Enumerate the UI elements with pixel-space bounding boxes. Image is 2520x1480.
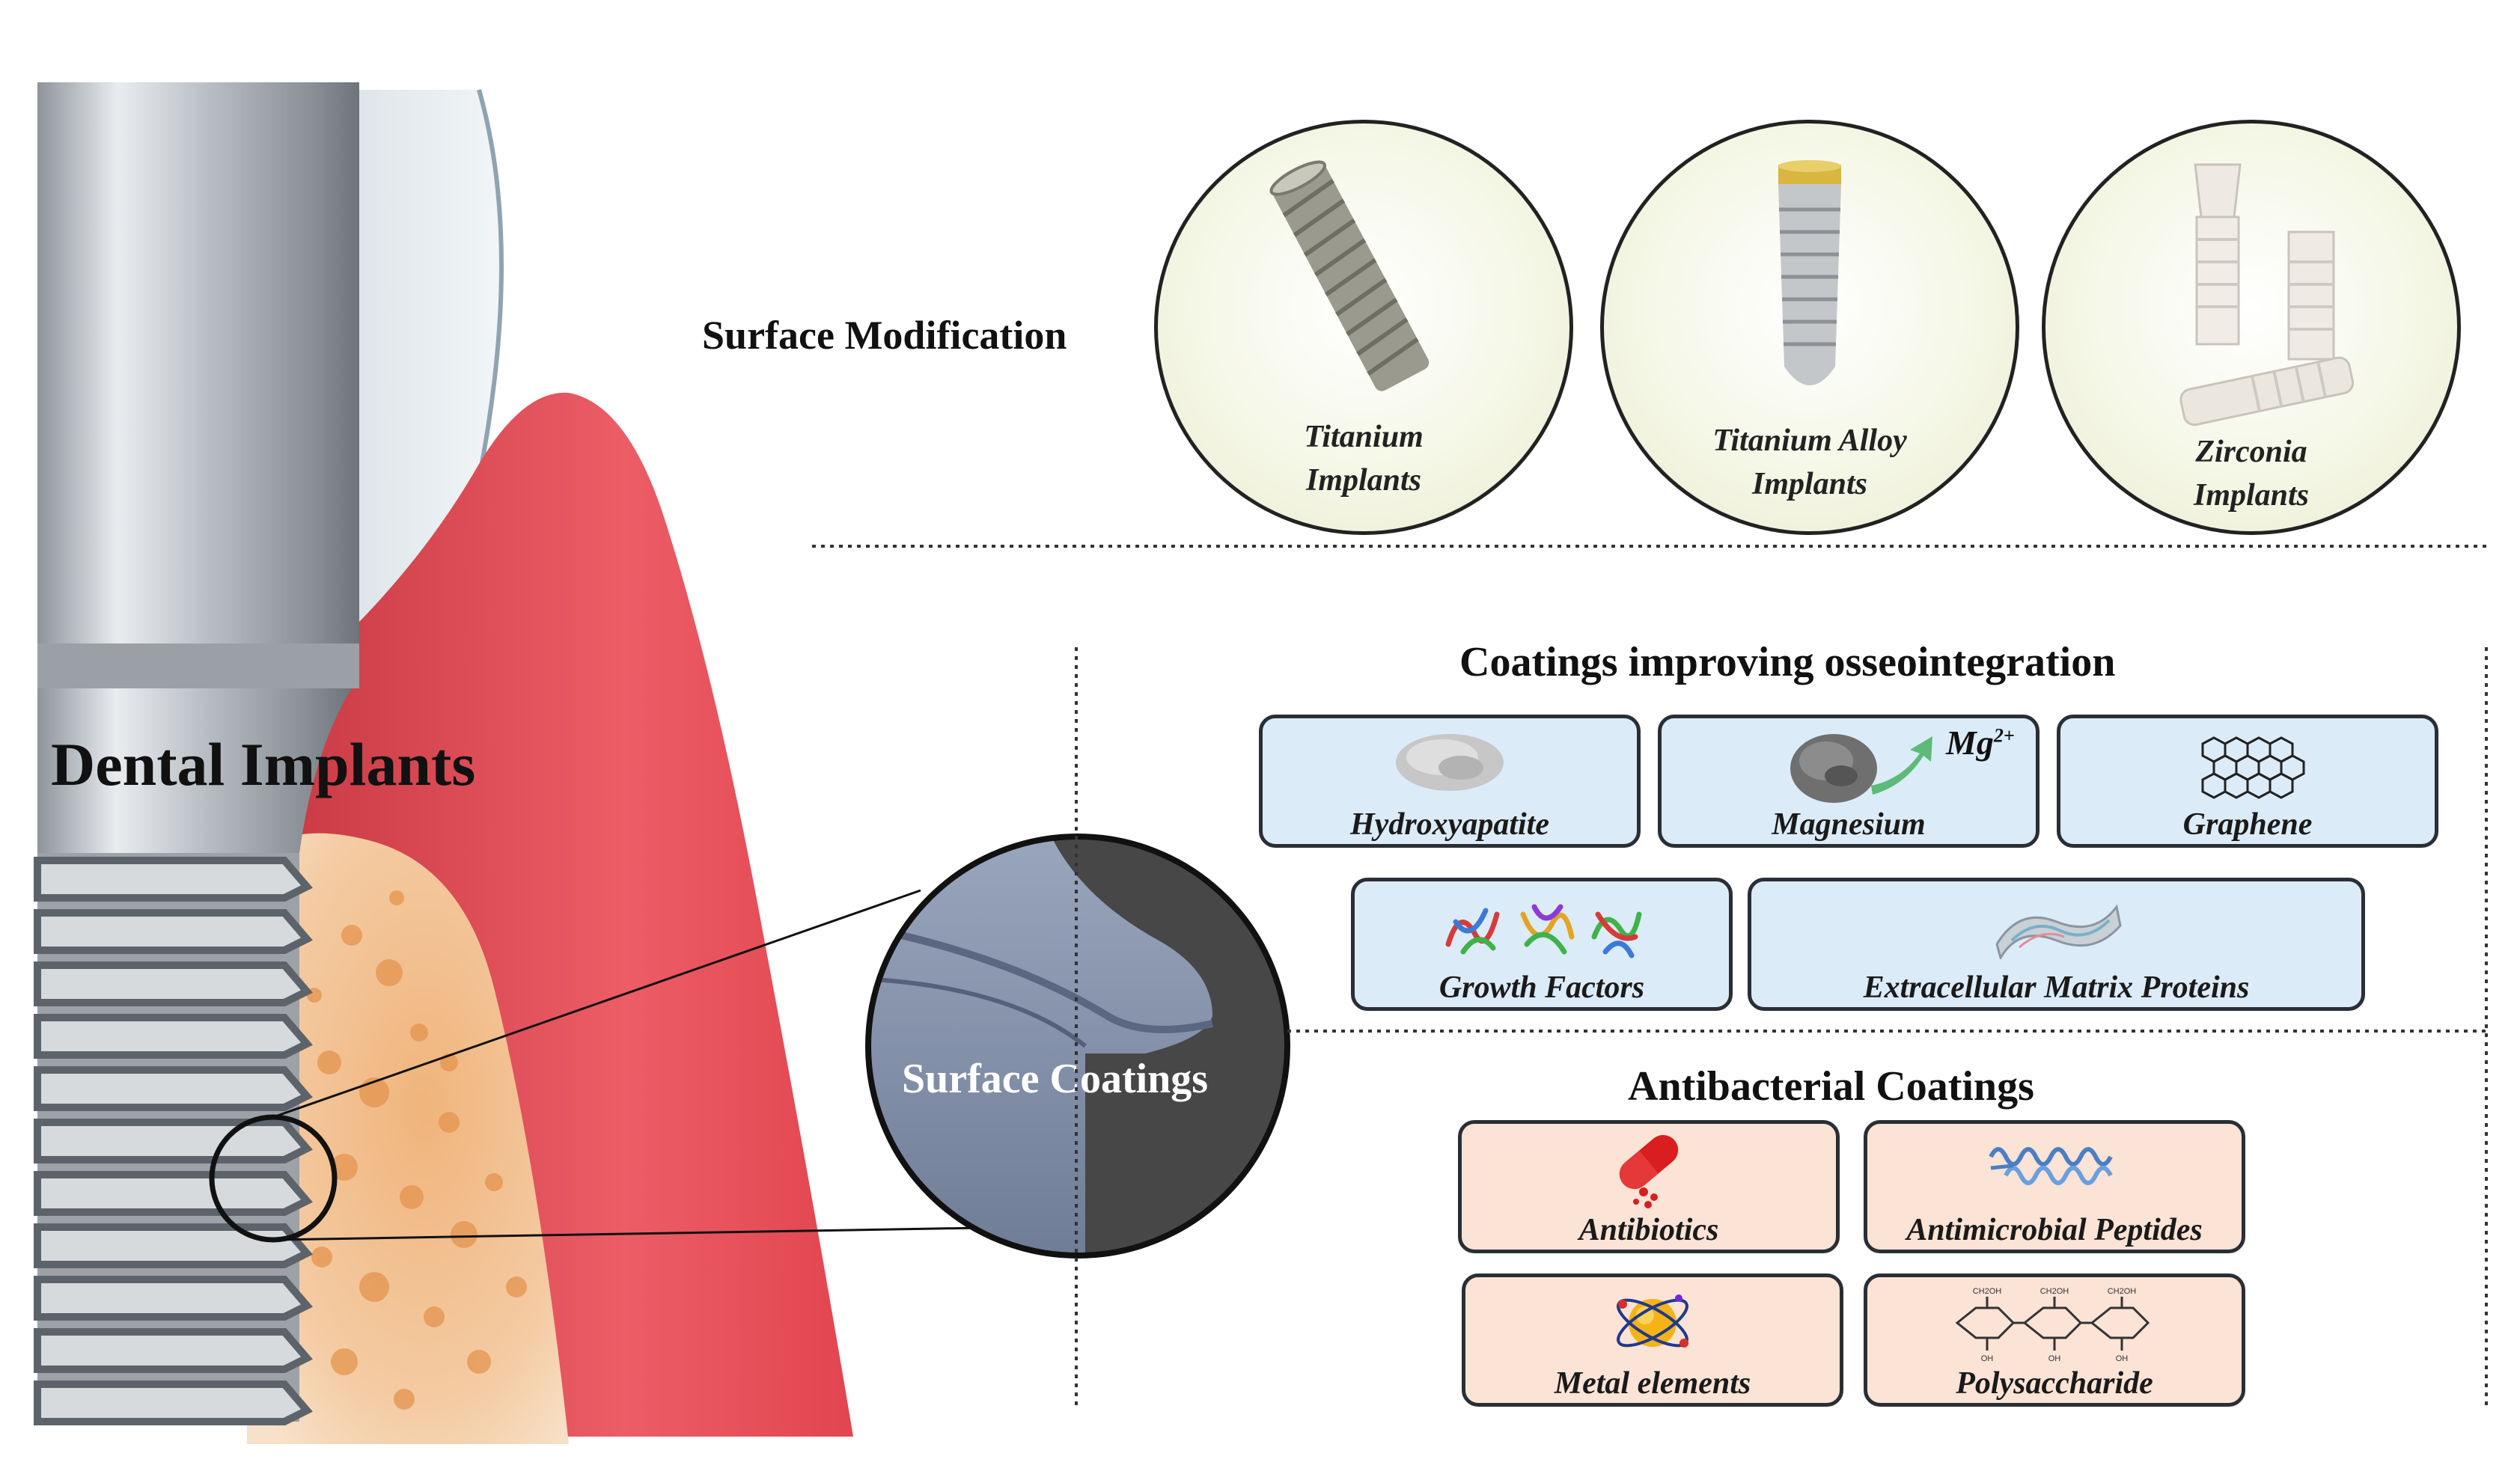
titanium-implants-label: Titanium Implants	[1304, 420, 1424, 498]
titanium-alloy-implants-label: Titanium Alloy Implants	[1712, 423, 1907, 501]
antibiotics-icon	[1619, 1134, 1679, 1208]
svg-text:CH2OH: CH2OH	[2108, 1287, 2137, 1296]
zirconia-implants-label: Zirconia Implants	[2193, 435, 2310, 513]
zirconia-implant-icon	[2179, 163, 2355, 426]
extracellular-matrix-proteins-icon	[1995, 904, 2122, 959]
surface-coatings-label: Surface Coatings	[902, 1056, 1209, 1102]
card-graphene: Graphene	[2057, 715, 2438, 848]
card-metal-elements: Metal elements	[1462, 1273, 1843, 1407]
card-polysaccharide: CH2OH CH2OH CH2OH OH OH OH Polysaccharid…	[1864, 1273, 2245, 1407]
metal-elements-icon	[1617, 1294, 1688, 1348]
card-antimicrobial-peptides: Antimicrobial Peptides	[1864, 1120, 2245, 1253]
surface-coatings-magnified-circle	[865, 834, 1290, 1259]
card-extracellular-matrix-proteins: Extracellular Matrix Proteins	[1748, 878, 2365, 1011]
svg-text:OH: OH	[1981, 1354, 1994, 1363]
card-growth-factors: Growth Factors	[1351, 878, 1733, 1011]
surface-modification-heading: Surface Modification	[702, 313, 1067, 358]
svg-text:OH: OH	[2116, 1354, 2129, 1363]
svg-text:CH2OH: CH2OH	[1973, 1287, 2002, 1296]
titanium-implants-circle: Titanium Implants	[1154, 120, 1573, 535]
growth-factors-icon	[1445, 904, 1642, 958]
titanium-alloy-implants-circle: Titanium Alloy Implants	[1600, 120, 2019, 535]
page-title: Dental Implants	[51, 730, 476, 798]
card-magnesium: Mg2+ Magnesium	[1658, 715, 2040, 848]
osseointegration-heading: Coatings improving osseointegration	[1459, 639, 2116, 685]
card-hydroxyapatite: Hydroxyapatite	[1259, 715, 1641, 848]
titanium-alloy-implant-icon	[1778, 160, 1841, 385]
magnesium-icon	[1790, 734, 1932, 803]
dental-implant-illustration	[34, 82, 853, 1444]
card-antibiotics: Antibiotics	[1458, 1120, 1840, 1253]
titanium-implant-icon	[1269, 160, 1430, 391]
svg-text:OH: OH	[2048, 1354, 2061, 1363]
hydroxyapatite-icon	[1396, 734, 1504, 791]
magnesium-ion-label: Mg2+	[1946, 724, 2015, 762]
svg-text:CH2OH: CH2OH	[2040, 1287, 2069, 1296]
antibacterial-heading: Antibacterial Coatings	[1628, 1063, 2034, 1110]
polysaccharide-icon: CH2OH CH2OH CH2OH OH OH OH	[1955, 1287, 2150, 1363]
zirconia-implants-circle: Zirconia Implants	[2042, 120, 2461, 535]
graphene-icon	[2201, 736, 2305, 799]
antimicrobial-peptides-icon	[1989, 1147, 2113, 1185]
